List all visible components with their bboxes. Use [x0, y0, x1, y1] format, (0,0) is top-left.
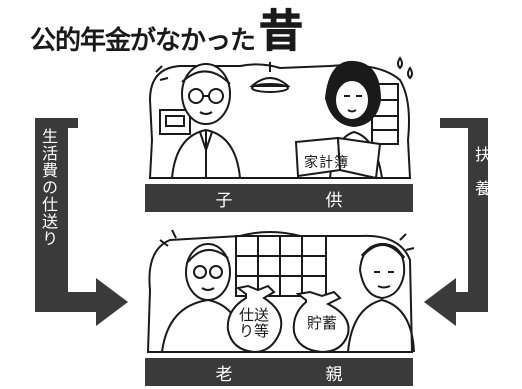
title-text: 公的年金がなかった — [30, 26, 256, 56]
money-bag-left — [226, 284, 283, 354]
money-bag-right — [292, 290, 350, 354]
right-flow-arrow — [424, 118, 488, 326]
parent-label: 老 親 — [215, 364, 381, 385]
money-bag-left-label: 仕送り等 — [238, 306, 269, 340]
parents-scene — [146, 229, 415, 354]
left-arrow-label: 生活費の仕送り — [39, 128, 58, 247]
parent-label-band: 老 親 — [145, 358, 413, 386]
right-arrow-label: 扶養 — [472, 146, 491, 214]
child-label-band: 子 供 — [145, 184, 413, 212]
child-label: 子 供 — [215, 190, 381, 211]
diagram-title: 公的年金がなかった 昔 — [30, 6, 304, 57]
title-emphasis: 昔 — [259, 6, 304, 57]
left-flow-arrow — [35, 118, 128, 326]
money-bag-right-label: 貯蓄 — [306, 314, 337, 332]
household-book-label: 家計簿 — [304, 155, 349, 171]
children-scene — [148, 56, 413, 180]
